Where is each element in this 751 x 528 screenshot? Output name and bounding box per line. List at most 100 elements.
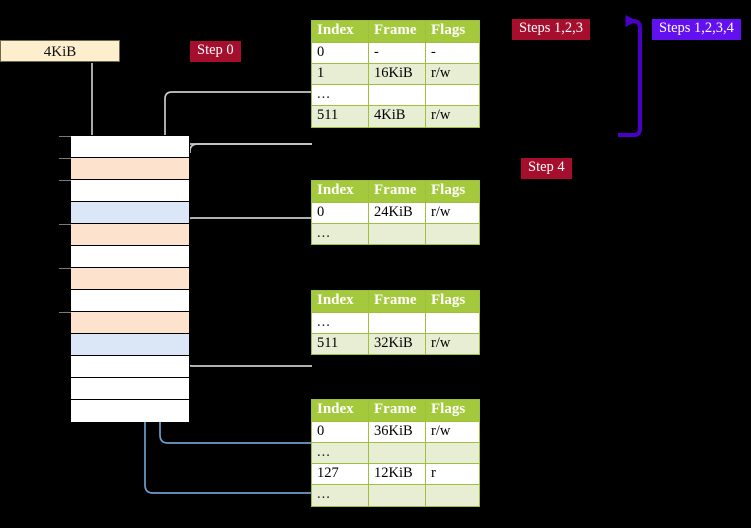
cell-frame: [368, 222, 426, 246]
cell-frame: 4KiB: [368, 105, 426, 128]
cell-flags: [425, 84, 480, 107]
memory-row-tick: [59, 224, 71, 225]
cell-frame: 24KiB: [368, 201, 426, 224]
memory-frame-row: [59, 136, 189, 158]
table-row: 1 16KiB r/w: [311, 62, 480, 86]
memory-frame-row: [71, 290, 189, 312]
cell-index: 127: [311, 463, 369, 486]
cell-index: ...: [311, 311, 369, 334]
memory-row-tick: [59, 136, 71, 137]
badge-step-4-label: Step 4: [528, 159, 565, 175]
memory-row-tick: [59, 312, 71, 313]
table-row: ...: [311, 222, 480, 246]
column-header-flags: Flags: [425, 399, 480, 422]
cell-index: ...: [311, 222, 369, 246]
column-header-flags: Flags: [425, 290, 480, 313]
column-header-index: Index: [311, 399, 369, 422]
cell-flags: r/w: [425, 420, 480, 443]
memory-row-tick: [59, 180, 71, 181]
cell-index: 511: [311, 105, 369, 128]
table-row: 127 12KiB r: [311, 463, 480, 486]
column-header-frame: Frame: [368, 180, 426, 203]
column-header-flags: Flags: [425, 20, 480, 43]
cell-flags: [425, 441, 480, 465]
table-body: ... 511 32KiB r/w: [311, 311, 480, 356]
table-row: 0 - -: [311, 41, 480, 64]
size-box-label: 4KiB: [43, 44, 77, 60]
cell-index: 0: [311, 41, 369, 64]
page-table-pt: Index Frame Flags 0 36KiB r/w ... 127 12…: [311, 399, 480, 507]
table-row: ...: [311, 311, 480, 334]
cell-index: 511: [311, 332, 369, 356]
memory-frame-row: [71, 378, 189, 400]
cell-flags: r/w: [425, 332, 480, 356]
wire-pd-row511: [176, 312, 312, 367]
cell-flags: [425, 311, 480, 334]
column-header-frame: Frame: [368, 20, 426, 43]
cell-frame: [368, 484, 426, 507]
table-row: ...: [311, 84, 480, 107]
page-table-pd: Index Frame Flags ... 511 32KiB r/w: [311, 290, 480, 356]
column-header-index: Index: [311, 20, 369, 43]
memory-frame-row: [59, 312, 189, 334]
memory-frame-row: [59, 224, 189, 246]
big-purple-arrow: [618, 15, 642, 137]
memory-frame-row: [71, 246, 189, 268]
page-table-pdpt: Index Frame Flags 0 24KiB r/w ...: [311, 180, 480, 246]
badge-steps-1234: Steps 1,2,3,4: [652, 19, 741, 40]
cell-frame: 36KiB: [368, 420, 426, 443]
badge-steps-123: Steps 1,2,3: [512, 19, 591, 40]
cell-frame: [368, 84, 426, 107]
cell-frame: [368, 441, 426, 465]
table-header-row: Index Frame Flags: [311, 20, 480, 43]
table-body: 0 36KiB r/w ... 127 12KiB r ...: [311, 420, 480, 507]
cell-frame: -: [368, 41, 426, 64]
column-header-frame: Frame: [368, 290, 426, 313]
column-header-index: Index: [311, 180, 369, 203]
cell-index: ...: [311, 84, 369, 107]
cell-index: ...: [311, 484, 369, 507]
wire-mem-lane-right-1: [177, 144, 312, 152]
table-row: 0 24KiB r/w: [311, 201, 480, 224]
page-table-pml4: Index Frame Flags 0 - - 1 16KiB r/w ...: [311, 20, 480, 128]
memory-frame-row: [71, 202, 189, 224]
cell-flags: r/w: [425, 105, 480, 128]
memory-frame-row: [59, 158, 189, 180]
badge-steps-123-label: Steps 1,2,3: [519, 20, 584, 36]
cell-frame: 16KiB: [368, 62, 426, 86]
table-row: ...: [311, 484, 480, 507]
cell-index: 1: [311, 62, 369, 86]
memory-frame-row: [59, 180, 189, 202]
table-header-row: Index Frame Flags: [311, 399, 480, 422]
table-header-row: Index Frame Flags: [311, 180, 480, 203]
physical-memory-column: [59, 135, 190, 422]
wire-pdpt-row0: [182, 217, 312, 251]
cell-flags: r/w: [425, 62, 480, 86]
memory-frame-row: [71, 400, 189, 422]
cell-index: 0: [311, 420, 369, 443]
table-row: ...: [311, 441, 480, 465]
memory-frame-row: [71, 356, 189, 378]
cell-frame: 32KiB: [368, 332, 426, 356]
badge-steps-1234-label: Steps 1,2,3,4: [659, 20, 734, 36]
memory-frame-row: [59, 268, 189, 290]
size-box-4kib: 4KiB: [0, 40, 120, 62]
table-header-row: Index Frame Flags: [311, 290, 480, 313]
cell-frame: [368, 311, 426, 334]
column-header-frame: Frame: [368, 399, 426, 422]
cell-flags: [425, 222, 480, 246]
column-header-index: Index: [311, 290, 369, 313]
cell-flags: r: [425, 463, 480, 486]
memory-row-tick: [59, 268, 71, 269]
cell-frame: 12KiB: [368, 463, 426, 486]
badge-step-0-label: Step 0: [197, 42, 234, 58]
memory-frame-row: [71, 334, 189, 356]
memory-row-tick: [59, 158, 71, 159]
cell-flags: [425, 484, 480, 507]
table-row: 511 4KiB r/w: [311, 105, 480, 128]
badge-step-4: Step 4: [521, 158, 572, 179]
cell-flags: r/w: [425, 201, 480, 224]
cell-index: ...: [311, 441, 369, 465]
column-header-flags: Flags: [425, 180, 480, 203]
